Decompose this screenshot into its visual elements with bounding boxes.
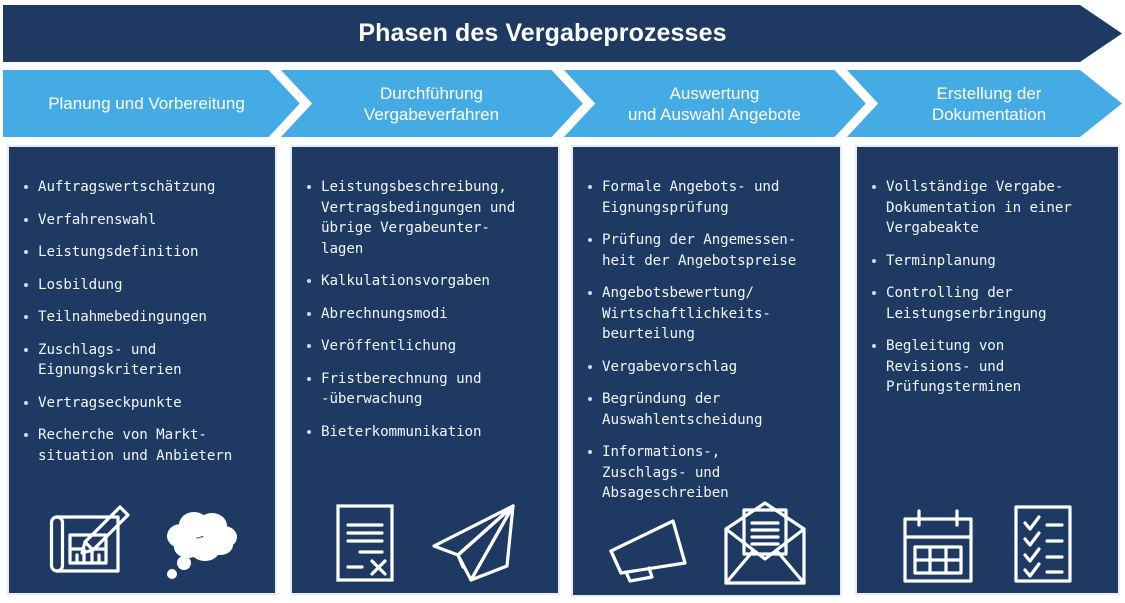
phase-3-content-box: Formale Angebots- und Eignungsprüfung Pr… [571, 145, 842, 597]
list-item: Verfahrenswahl [21, 210, 265, 231]
phase-1-icon-strip [9, 501, 275, 587]
list-item: Kalkulationsvorgaben [304, 271, 548, 292]
blueprint-pencil-icon [44, 501, 132, 587]
phase-step-1[interactable]: Planung und Vorbereitung [3, 70, 313, 137]
list-item: Informations-, Zuschlags- und Absageschr… [585, 442, 830, 504]
phase-step-4[interactable]: Erstellung der Dokumentation [856, 70, 1122, 137]
list-item: Recherche von Markt- situation und Anbie… [21, 425, 265, 466]
calendar-icon [898, 505, 982, 587]
phase-4-icon-strip [857, 501, 1118, 587]
phase-2-bullet-list: Leistungsbeschreibung, Vertragsbedingung… [292, 147, 558, 442]
list-item: Losbildung [21, 275, 265, 296]
list-item: Leistungsdefinition [21, 242, 265, 263]
list-item: Leistungsbeschreibung, Vertragsbedingung… [304, 177, 548, 259]
phase-step-3-label: Auswertung und Auswahl Angebote [628, 83, 801, 124]
phase-step-2-label: Durchführung Vergabeverfahren [363, 83, 500, 124]
phase-step-3[interactable]: Auswertung und Auswahl Angebote [573, 70, 879, 137]
phase-3-icon-strip [573, 499, 840, 589]
content-columns: Auftragswertschätzung Verfahrenswahl Lei… [0, 145, 1125, 597]
phase-1-content-box: Auftragswertschätzung Verfahrenswahl Lei… [7, 145, 277, 595]
header-banner: Phasen des Vergabeprozesses [3, 5, 1122, 62]
phase-2-icon-strip [292, 499, 558, 587]
list-item: Zuschlags- und Eignungskriterien [21, 340, 265, 381]
thought-bubble-icon [158, 503, 240, 587]
phase-chevron-band: Planung und Vorbereitung Durchführung Ve… [3, 70, 1122, 137]
page-title: Phasen des Vergabeprozesses [358, 19, 727, 47]
list-item: Vergabevorschlag [585, 357, 830, 378]
signed-document-icon [329, 499, 401, 587]
list-item: Angebotsbewertung/ Wirtschaftlichkeits- … [585, 283, 830, 345]
list-item: Prüfung der Angemessen- heit der Angebot… [585, 230, 830, 271]
list-item: Auftragswertschätzung [21, 177, 265, 198]
list-item: Veröffentlichung [304, 336, 548, 357]
open-envelope-letter-icon [719, 499, 811, 589]
phase-4-content-box: Vollständige Vergabe- Dokumentation in e… [855, 145, 1120, 595]
phase-3-bullet-list: Formale Angebots- und Eignungsprüfung Pr… [573, 147, 840, 504]
list-item: Terminplanung [869, 251, 1108, 272]
list-item: Fristberechnung und -überwachung [304, 369, 548, 410]
megaphone-icon [603, 511, 693, 589]
list-item: Vollständige Vergabe- Dokumentation in e… [869, 177, 1108, 239]
list-item: Abrechnungsmodi [304, 304, 548, 325]
list-item: Formale Angebots- und Eignungsprüfung [585, 177, 830, 218]
phase-1-bullet-list: Auftragswertschätzung Verfahrenswahl Lei… [9, 147, 275, 466]
list-item: Begründung der Auswahlentscheidung [585, 389, 830, 430]
list-item: Vertragseckpunkte [21, 393, 265, 414]
checklist-icon [1008, 501, 1078, 587]
list-item: Begleitung von Revisions- und Prüfungste… [869, 336, 1108, 398]
list-item: Teilnahmebedingungen [21, 307, 265, 328]
list-item: Controlling der Leistungserbringung [869, 283, 1108, 324]
phase-2-content-box: Leistungsbeschreibung, Vertragsbedingung… [290, 145, 560, 595]
phase-4-bullet-list: Vollständige Vergabe- Dokumentation in e… [857, 147, 1118, 398]
phase-step-4-label: Erstellung der Dokumentation [931, 83, 1047, 124]
phase-step-2[interactable]: Durchführung Vergabeverfahren [290, 70, 596, 137]
list-item: Bieterkommunikation [304, 422, 548, 443]
paper-plane-icon [427, 499, 521, 587]
phase-step-1-label: Planung und Vorbereitung [48, 94, 245, 113]
